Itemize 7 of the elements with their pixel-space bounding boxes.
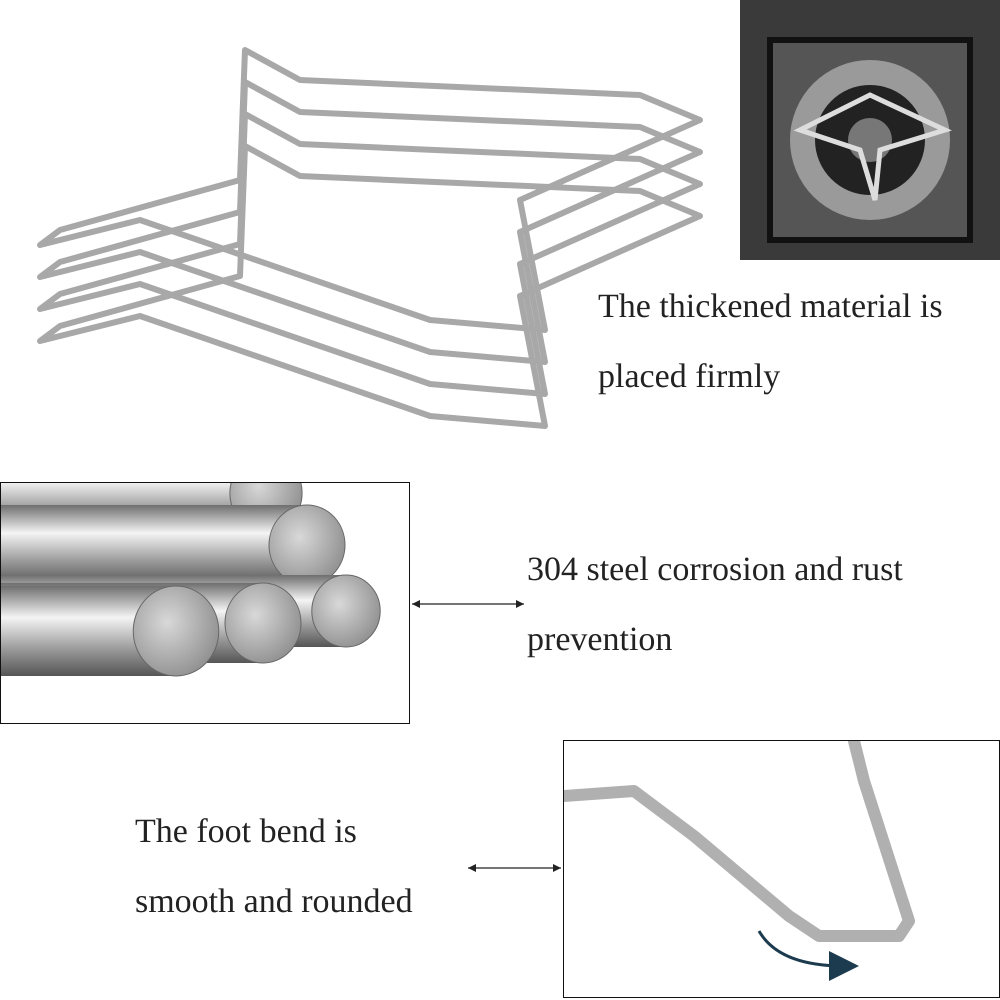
- double-arrow: [412, 600, 524, 608]
- double-arrow: [468, 864, 561, 872]
- feature-caption: 304 steel corrosion and rust prevention: [527, 535, 917, 675]
- photo-frame: [0, 482, 410, 724]
- photo-frame: [563, 740, 1000, 998]
- feature-caption: The foot bend is smooth and rounded: [135, 797, 465, 937]
- feature-caption: The thickened material is placed firmly: [598, 287, 944, 397]
